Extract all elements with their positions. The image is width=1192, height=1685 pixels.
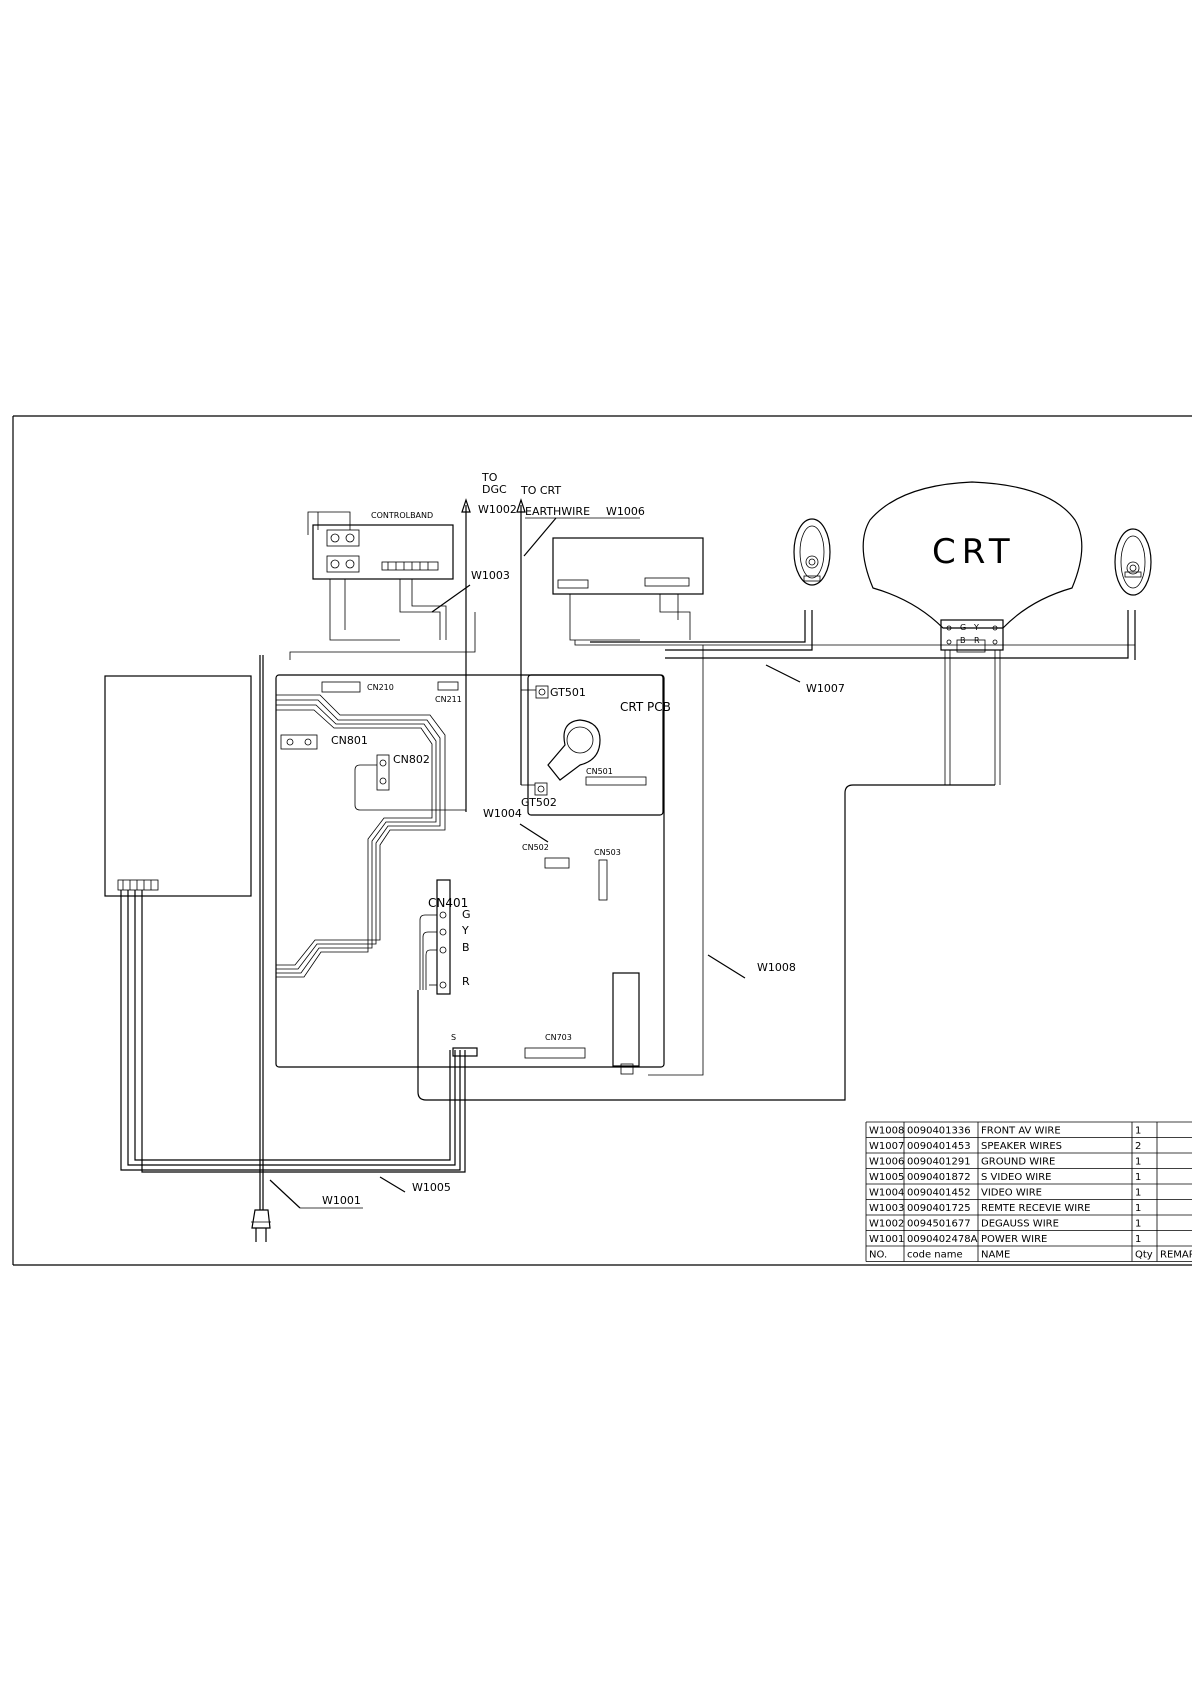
table-cell-qty: 2 [1135, 1141, 1141, 1152]
w1006-callout: TO CRT EARTHWIRE W1006 [516, 484, 645, 785]
table-cell-code: 0090401452 [907, 1188, 971, 1199]
table-cell-qty: 1 [1135, 1234, 1141, 1245]
controlband-board: CONTROLBAND [307, 511, 454, 580]
w1003-callout: W1003 [431, 569, 510, 613]
w1006-label: W1006 [606, 505, 645, 518]
cn401-r: R [462, 975, 470, 988]
cn502-label: CN502 [522, 843, 549, 852]
cn801-label: CN801 [331, 734, 368, 747]
earthwire-label: EARTHWIRE [525, 505, 590, 518]
table-cell-code: 0090401291 [907, 1157, 971, 1168]
table-header-code: code name [907, 1250, 963, 1261]
crt-pcb-label: CRT PCB [620, 700, 671, 714]
cn401-g: G [462, 908, 471, 921]
table-cell-name: POWER WIRE [981, 1234, 1047, 1245]
table-cell-code: 0090401453 [907, 1141, 971, 1152]
top-board [552, 537, 1135, 646]
table-cell-name: VIDEO WIRE [981, 1188, 1042, 1199]
crt-pcb: CRT PCB GT501 GT502 CN501 [521, 674, 671, 816]
table-cell-name: GROUND WIRE [981, 1157, 1055, 1168]
power-cord: W1001 [251, 655, 363, 1242]
w1008-callout: W1008 [648, 645, 796, 1076]
table-cell-qty: 1 [1135, 1188, 1141, 1199]
gt501-label: GT501 [550, 686, 586, 699]
cn503-label: CN503 [594, 848, 621, 857]
table-cell-name: SPEAKER WIRES [981, 1141, 1062, 1152]
table-cell-no: W1002 [869, 1219, 904, 1230]
cn401-label: CN401 [428, 896, 468, 910]
crt-label: CRT [932, 532, 1016, 572]
table-cell-name: REMTE RECEVIE WIRE [981, 1203, 1090, 1214]
w1002-label: W1002 [478, 503, 517, 516]
w1008-label: W1008 [757, 961, 796, 974]
cn401-y: Y [461, 924, 469, 937]
cn211-label: CN211 [435, 695, 462, 704]
gt502-label: GT502 [521, 796, 557, 809]
crt-socket-g: G [960, 623, 966, 632]
crt-socket-b: B [960, 636, 966, 645]
cn210-label: CN210 [367, 683, 394, 692]
table-header-name: NAME [981, 1250, 1010, 1261]
table-cell-no: W1004 [869, 1188, 904, 1199]
w1005-callout: W1005 [379, 1176, 451, 1194]
table-cell-code: 0090402478A [907, 1234, 978, 1245]
table-header-qty: Qty [1135, 1250, 1153, 1261]
table-cell-code: 0090401725 [907, 1203, 971, 1214]
w1007-callout: W1007 [765, 664, 845, 695]
table-cell-name: DEGAUSS WIRE [981, 1219, 1059, 1230]
left-speaker [590, 518, 831, 651]
crt-tube: CRT G Y B R [417, 481, 1083, 1101]
table-cell-no: W1003 [869, 1203, 904, 1214]
to-crt-label: TO CRT [520, 484, 561, 497]
controlband-label: CONTROLBAND [371, 511, 433, 520]
table-cell-qty: 1 [1135, 1172, 1141, 1183]
table-cell-no: W1007 [869, 1141, 904, 1152]
table-cell-no: W1006 [869, 1157, 904, 1168]
controlband-wires [289, 579, 476, 660]
cn501-label: CN501 [586, 767, 613, 776]
table-header-no: NO. [869, 1250, 887, 1261]
w1003-label: W1003 [471, 569, 510, 582]
table-cell-no: W1008 [869, 1126, 904, 1137]
to-dgc-label-2: DGC [482, 483, 507, 496]
s-label: S [451, 1033, 456, 1042]
cn802-label: CN802 [393, 753, 430, 766]
side-board [104, 675, 466, 1173]
table-cell-qty: 1 [1135, 1203, 1141, 1214]
table-cell-no: W1001 [869, 1234, 904, 1245]
w1001-label: W1001 [322, 1194, 361, 1207]
table-cell-qty: 1 [1135, 1157, 1141, 1168]
table-cell-name: FRONT AV WIRE [981, 1126, 1061, 1137]
table-cell-code: 0094501677 [907, 1219, 971, 1230]
cn401-b: B [462, 941, 470, 954]
cn703-label: CN703 [545, 1033, 572, 1042]
main-board: CN210 CN211 CN801 CN802 CN502 CN503 CN [275, 674, 665, 1075]
table-cell-no: W1005 [869, 1172, 904, 1183]
w1004-callout: W1004 [483, 807, 549, 843]
table-cell-name: S VIDEO WIRE [981, 1172, 1052, 1183]
table-cell-code: 0090401872 [907, 1172, 971, 1183]
w1007-label: W1007 [806, 682, 845, 695]
table-cell-qty: 1 [1135, 1219, 1141, 1230]
drawing-frame [12, 415, 1192, 1266]
crt-socket-y: Y [973, 623, 979, 632]
w1005-label: W1005 [412, 1181, 451, 1194]
w1004-label: W1004 [483, 807, 522, 820]
w1002-callout: TO DGC W1002 [461, 471, 517, 812]
right-speaker [665, 528, 1152, 660]
crt-socket-r: R [974, 636, 980, 645]
table-cell-code: 0090401336 [907, 1126, 971, 1137]
table-cell-qty: 1 [1135, 1126, 1141, 1137]
to-dgc-label: TO [481, 471, 498, 484]
table-header-remark: REMAR [1160, 1250, 1192, 1261]
